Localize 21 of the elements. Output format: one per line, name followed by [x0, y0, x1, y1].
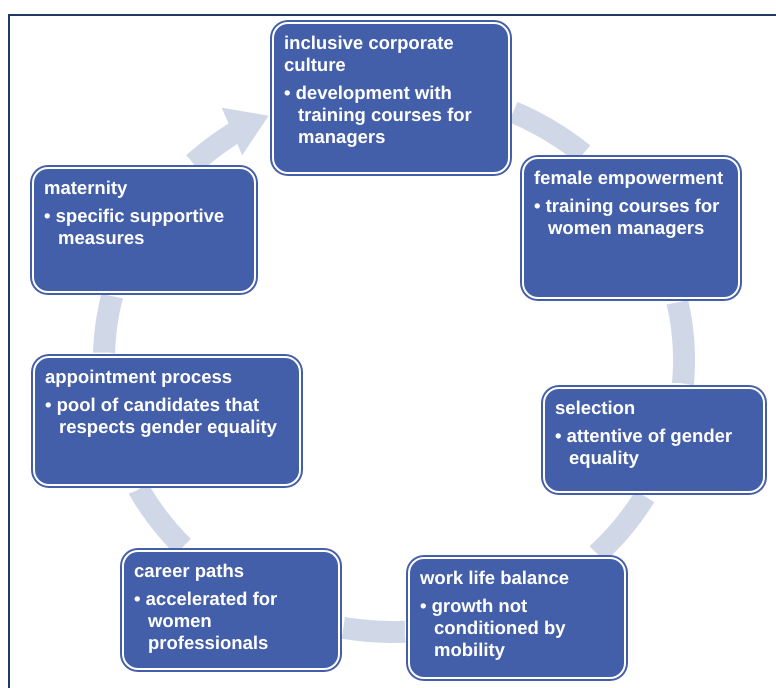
- box-heading: career paths: [134, 560, 246, 582]
- process-box: [33, 356, 301, 486]
- process-box: [408, 557, 626, 679]
- process-box: [122, 550, 340, 670]
- bullet-text: • specific supportive measures: [44, 205, 226, 249]
- box-heading: work life balance: [420, 567, 570, 589]
- box-heading: inclusive corporate culture: [284, 32, 455, 76]
- process-box: [272, 22, 510, 174]
- process-box: [522, 157, 740, 299]
- bullet-text: • development with training courses for managers: [284, 82, 473, 148]
- box-heading: female empowerment: [534, 167, 724, 189]
- bullet-text: • accelerated for women professionals: [134, 588, 278, 654]
- bullet-text: • pool of candidates that respects gender equality: [45, 394, 278, 438]
- box-heading: selection: [555, 397, 636, 419]
- process-box: [543, 387, 765, 493]
- process-box: [32, 167, 256, 293]
- bullet-text: • growth not conditioned by mobility: [420, 595, 567, 661]
- box-heading: appointment process: [45, 366, 234, 388]
- box-heading: maternity: [44, 177, 128, 199]
- bullet-text: • training courses for women managers: [534, 195, 720, 239]
- bullet-text: • attentive of gender equality: [555, 425, 734, 469]
